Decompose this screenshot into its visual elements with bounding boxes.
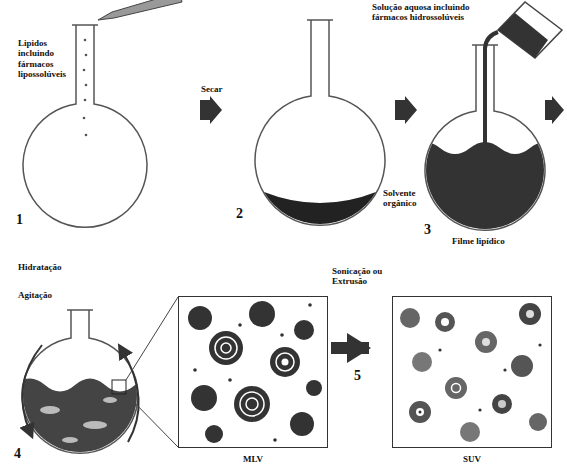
step-arrow [395,96,417,124]
step-arrow [200,96,222,124]
step-label: Sonicação ou Extrusão [332,266,392,287]
beaker [498,2,562,58]
flask-2 [255,20,385,225]
flask-3 [410,32,560,240]
inset-box: MLV [178,296,328,448]
inset-box: SUV [392,296,552,448]
step-label: Secar [201,84,223,94]
step-arrow [545,96,564,124]
step-label: Hidratação [18,262,62,272]
step-number: 1 [16,212,23,228]
pipette [83,0,182,136]
inset-title: SUV [393,454,551,464]
step-label: Agitação [18,290,52,300]
step-number: 5 [354,368,361,384]
step-label: Filme lipídico [452,236,505,246]
step-label: Solvente orgânico [383,188,429,209]
flask-4 [15,297,178,460]
step-label: Solução aquosa incluindo fármacos hidros… [372,2,472,23]
step-label: Lipidos incluindo fármacos lipossolúveis [18,38,74,79]
suv-vesicles [400,303,547,442]
process-arrow [331,342,369,354]
mlv-vesicles [188,301,322,443]
step-number: 4 [14,446,21,462]
inset-title: MLV [179,454,327,464]
step-number: 2 [236,206,243,222]
step-number: 3 [424,222,431,238]
